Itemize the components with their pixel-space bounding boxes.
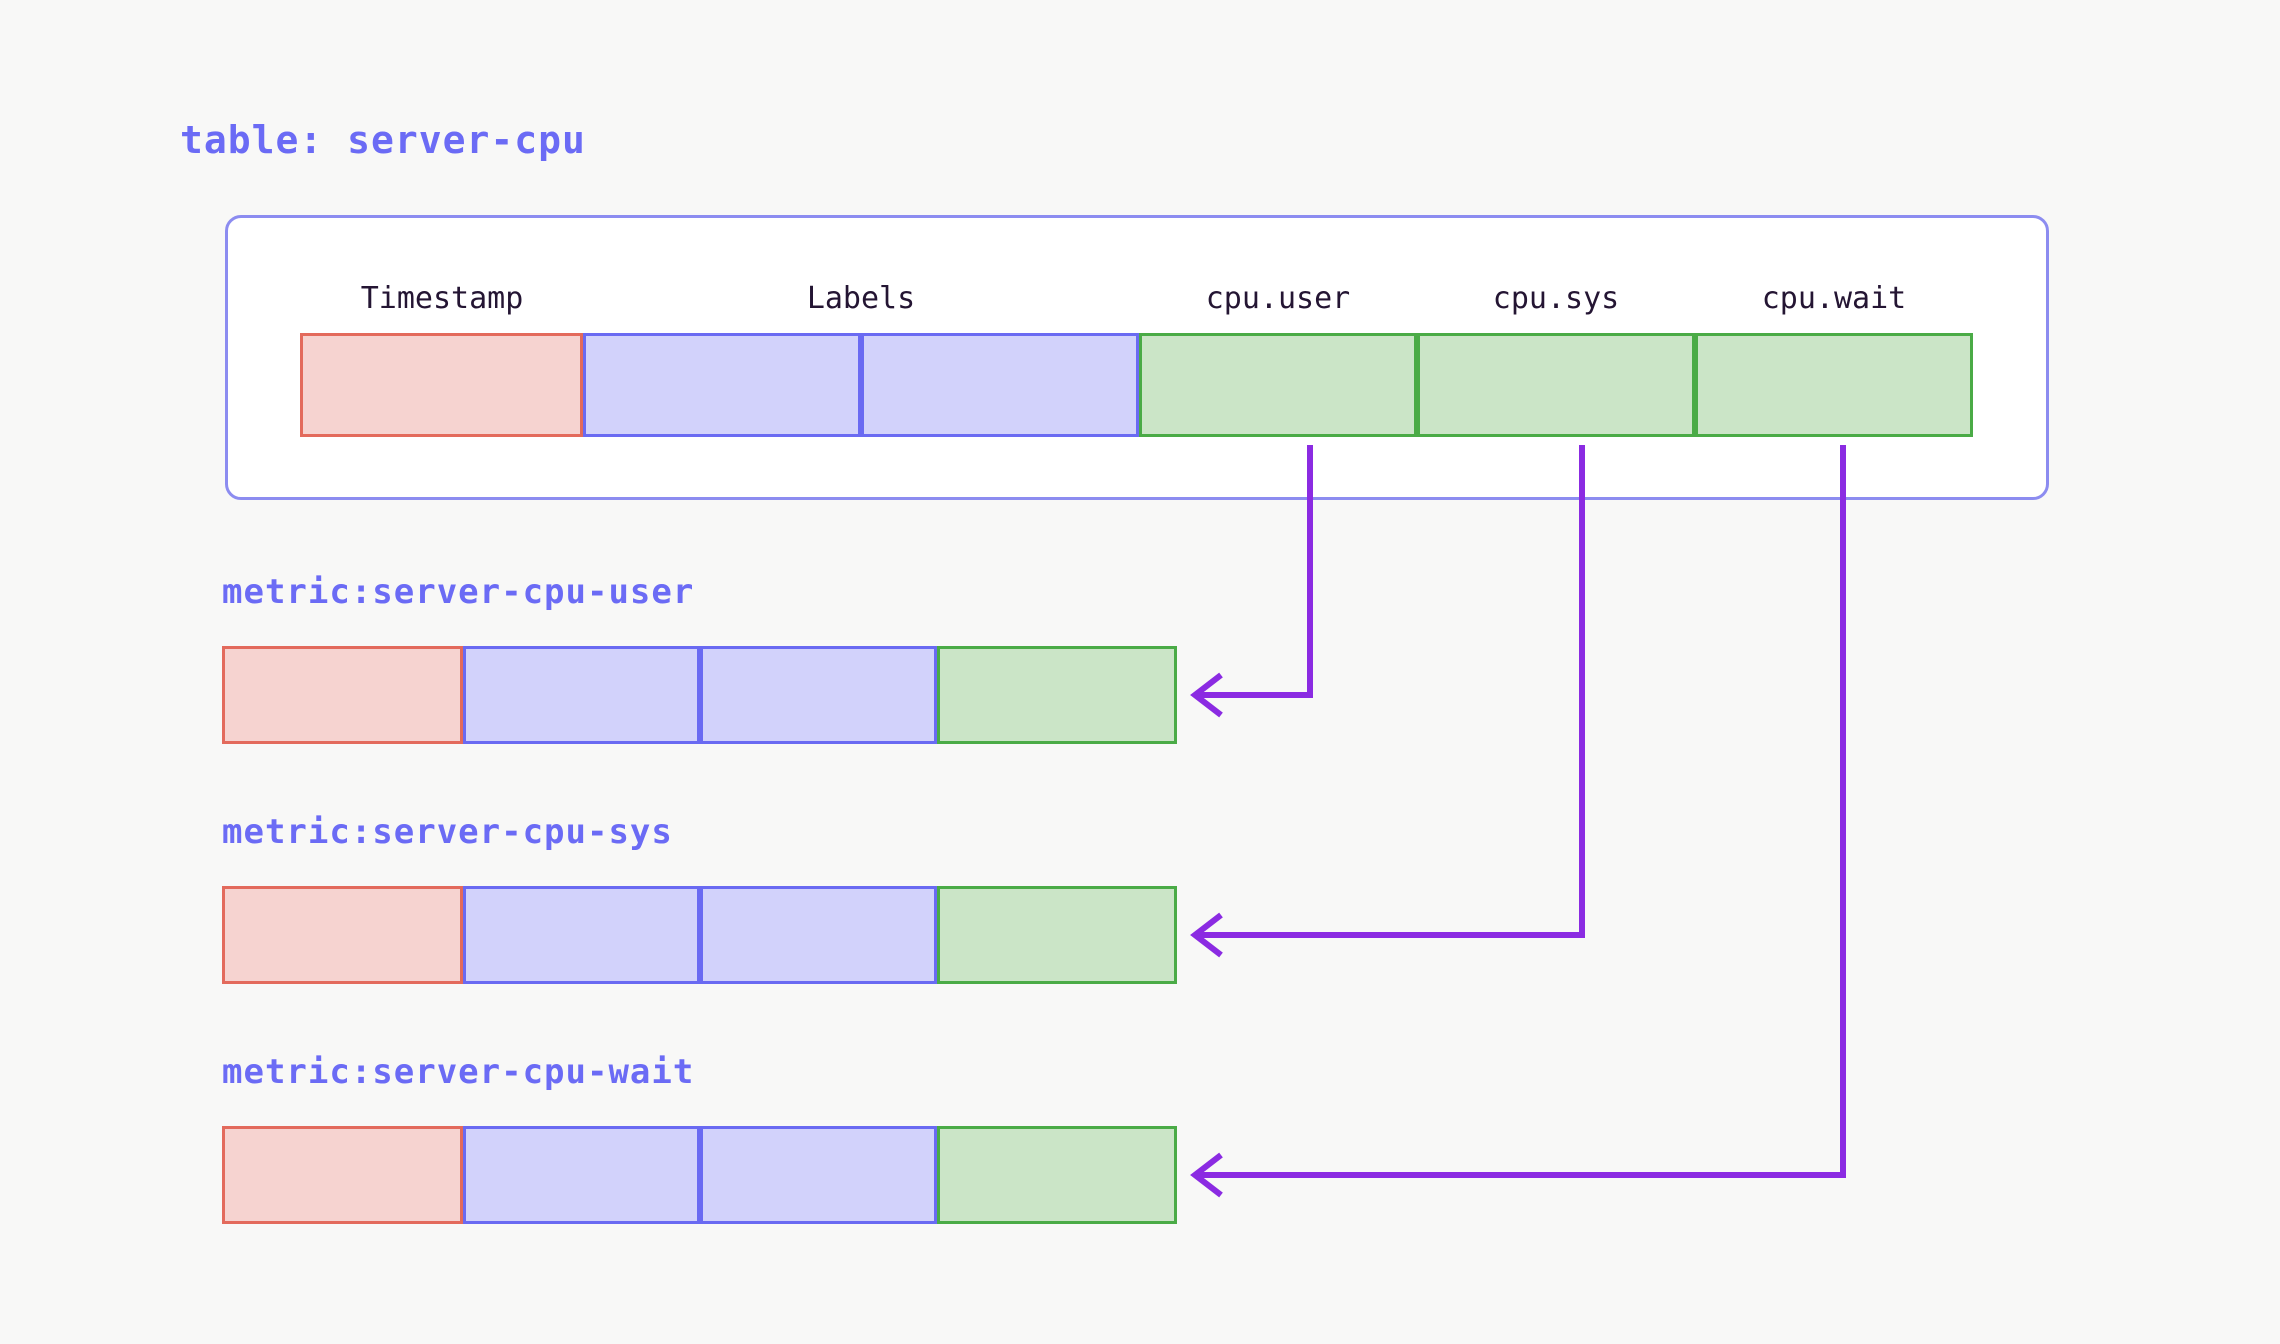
metric-cell-label [700, 1126, 937, 1224]
metric-cell-label [700, 886, 937, 984]
metric-cell-label [463, 1126, 700, 1224]
metric-title: metric:server-cpu-wait [222, 1052, 695, 1092]
column-header-cpu-wait: cpu.wait [1761, 281, 1907, 316]
table-cell-value [1695, 333, 1973, 437]
table-title: table: server-cpu [180, 118, 586, 162]
metric-cell-timestamp [222, 886, 463, 984]
metric-cell-value [937, 1126, 1177, 1224]
table-cell-label [861, 333, 1139, 437]
table-cell-value [1139, 333, 1417, 437]
metric-title: metric:server-cpu-sys [222, 812, 673, 852]
arrowhead [1190, 912, 1223, 958]
metric-cell-value [937, 646, 1177, 744]
arrowhead [1190, 672, 1223, 718]
metric-cell-timestamp [222, 646, 463, 744]
connector-cpu-sys [1190, 445, 1585, 958]
column-header-cpu-user: cpu.user [1205, 281, 1351, 316]
connector-cpu-wait [1190, 445, 1846, 1198]
column-header-cpu-sys: cpu.sys [1492, 281, 1620, 316]
column-header-labels: Labels [806, 281, 916, 316]
table-cell-value [1417, 333, 1695, 437]
metric-title: metric:server-cpu-user [222, 572, 695, 612]
metric-cell-timestamp [222, 1126, 463, 1224]
metric-cell-label [463, 886, 700, 984]
metric-cell-value [937, 886, 1177, 984]
column-header-timestamp: Timestamp [360, 281, 524, 316]
arrowhead [1190, 1152, 1223, 1198]
table-cell-label [583, 333, 861, 437]
metric-cell-label [463, 646, 700, 744]
table-cell-timestamp [300, 333, 583, 437]
metric-cell-label [700, 646, 937, 744]
